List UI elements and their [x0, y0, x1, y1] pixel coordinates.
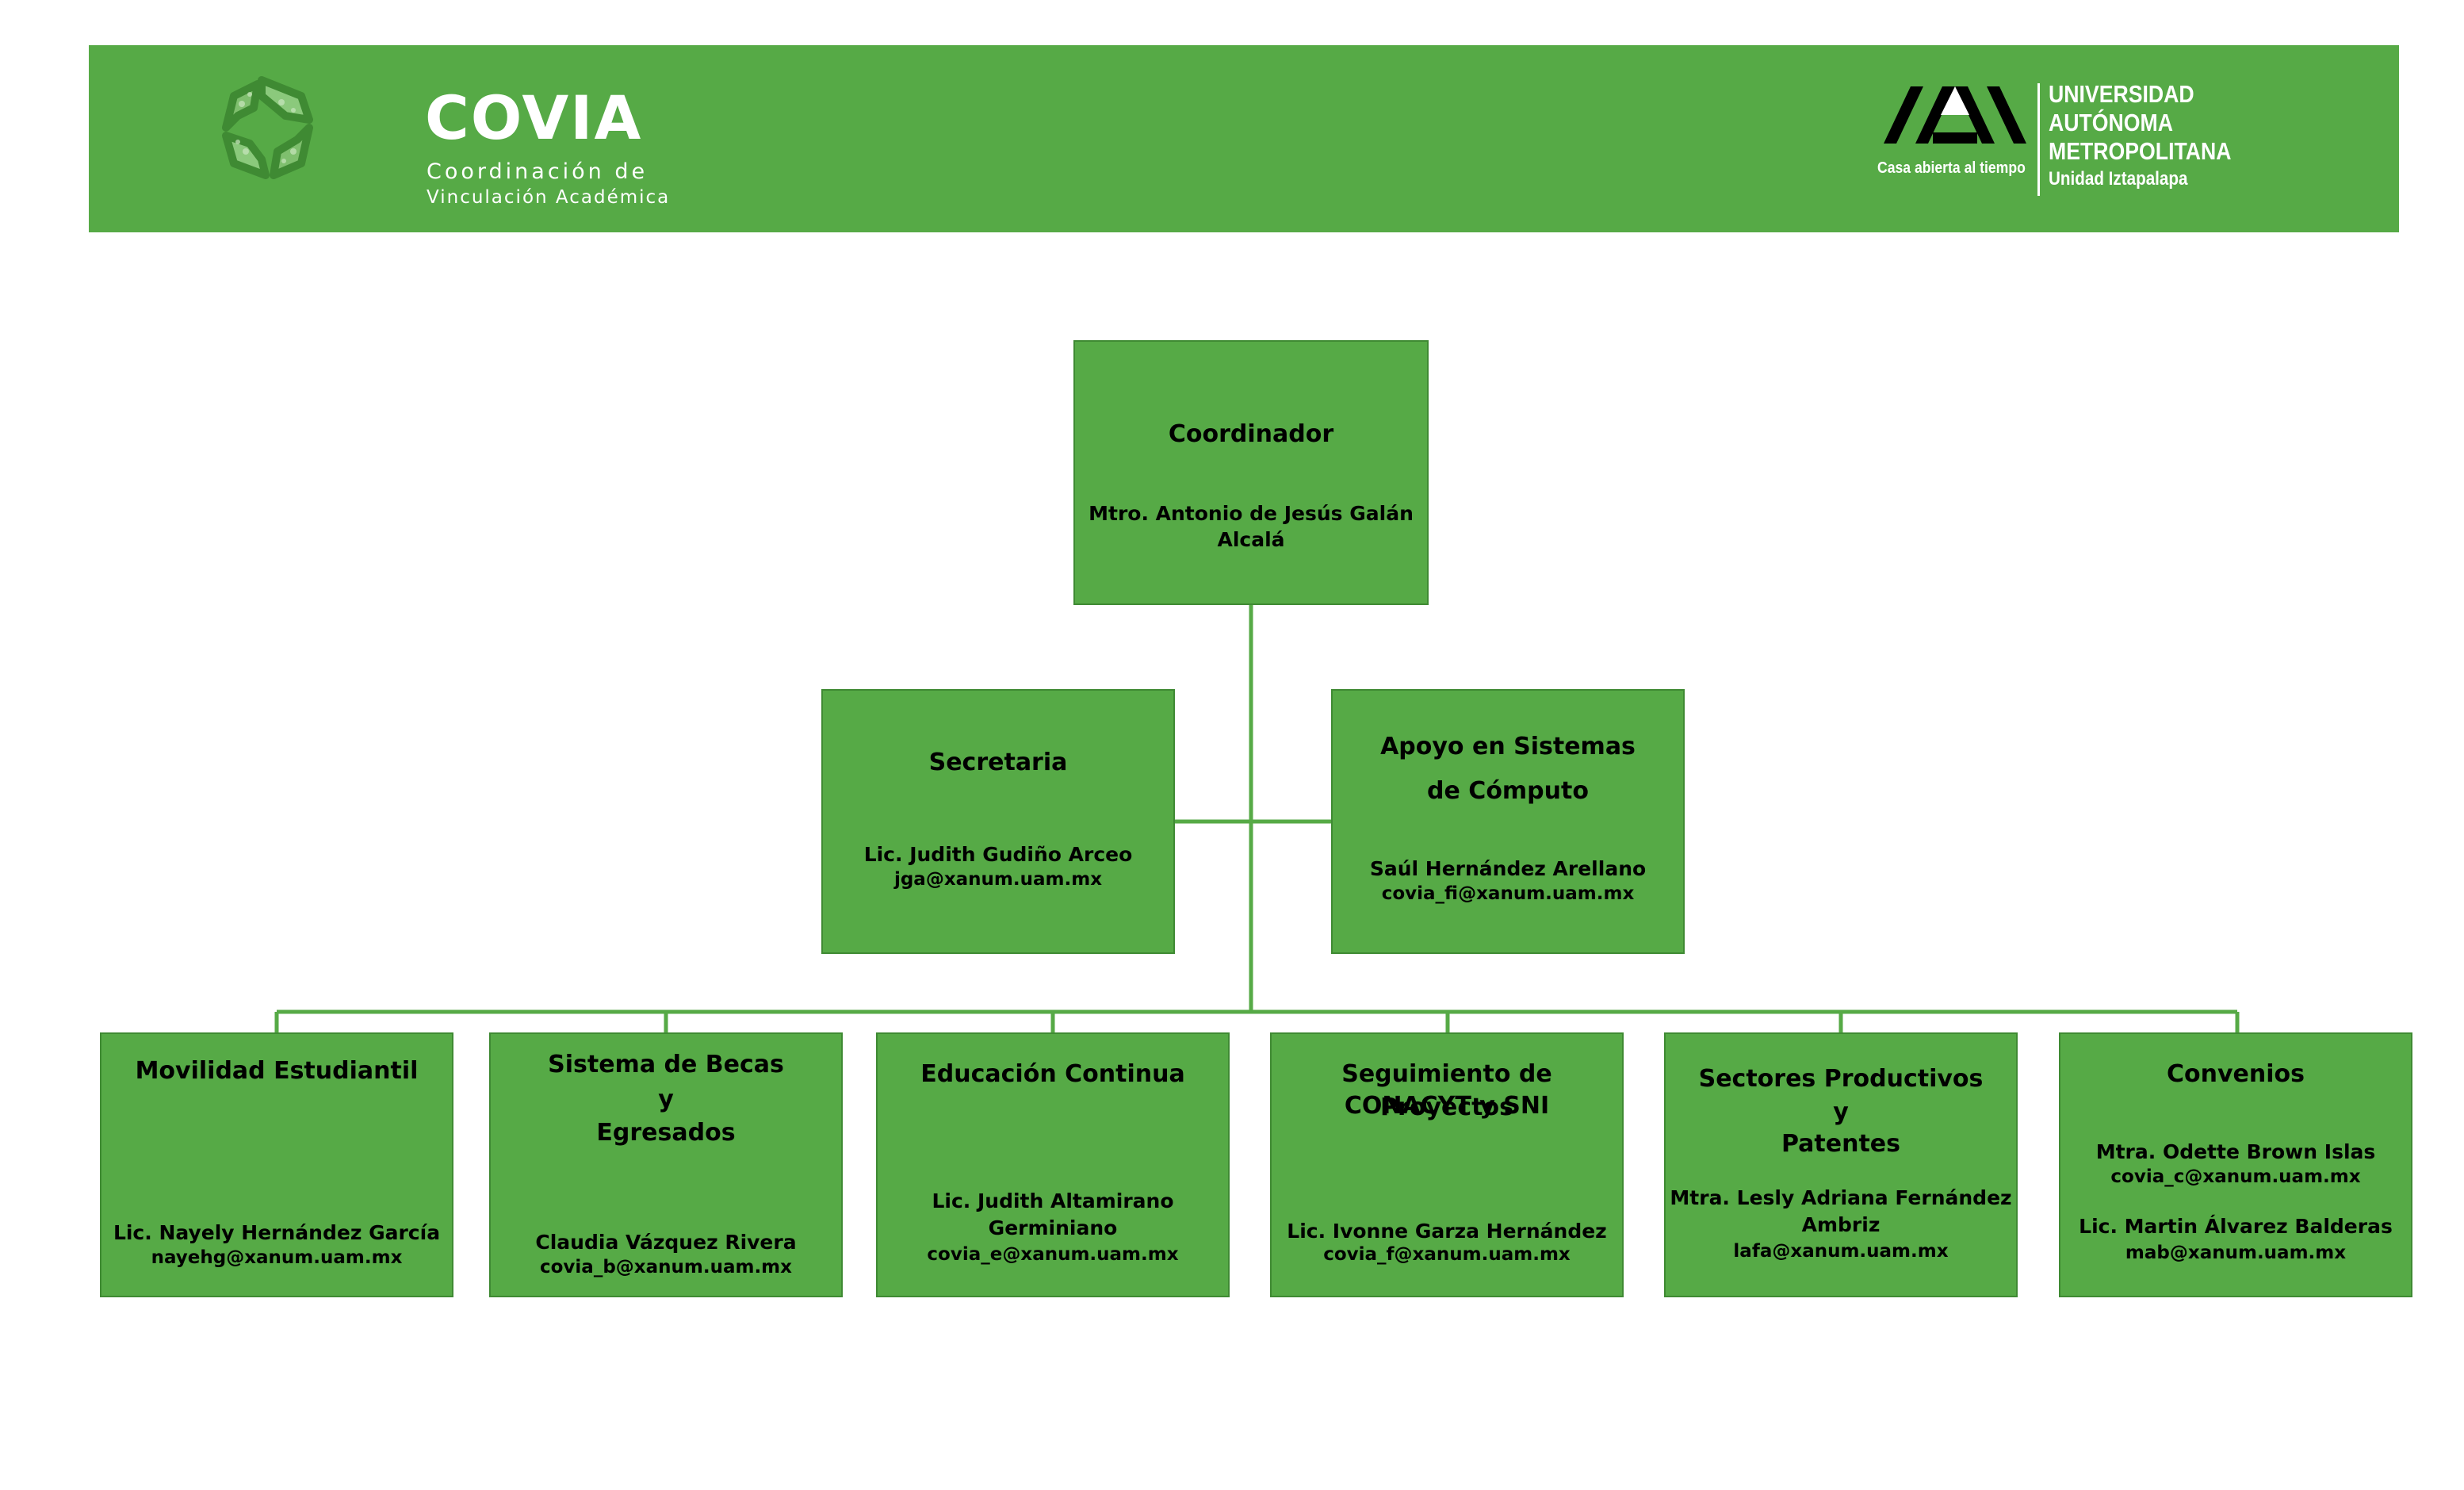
uam-unit: Unidad Iztapalapa — [2049, 168, 2188, 190]
covia-subtitle-line1: Coordinación de — [427, 159, 649, 184]
covia-logo: COVIA Coordinación de Vinculación Académ… — [214, 72, 668, 212]
sectores-name-line2: Ambriz — [1801, 1213, 1881, 1236]
seguimiento-email: covia_f@xanum.uam.mx — [1323, 1244, 1571, 1265]
apoyo-email: covia_fi@xanum.uam.mx — [1381, 883, 1635, 904]
apoyo-title-line2: de Cómputo — [1427, 777, 1589, 805]
seguimiento-title-line1: Seguimiento de Proyectos — [1341, 1060, 1552, 1121]
becas-title-line1: Sistema de Becas — [548, 1051, 784, 1078]
becas-email: covia_b@xanum.uam.mx — [539, 1257, 792, 1277]
uam-divider — [2037, 83, 2040, 196]
uam-name-line3: METROPOLITANA — [2049, 137, 2232, 165]
box-sectores: Sectores Productivos y Patentes Mtra. Le… — [1664, 1032, 2018, 1297]
educacion-email: covia_e@xanum.uam.mx — [927, 1244, 1179, 1265]
convenios-email2: mab@xanum.uam.mx — [2125, 1243, 2347, 1263]
box-convenios: Convenios Mtra. Odette Brown Islas covia… — [2059, 1032, 2412, 1297]
sectores-name-line1: Mtra. Lesly Adriana Fernández — [1670, 1186, 2012, 1209]
uam-name-line2: AUTÓNOMA — [2049, 109, 2173, 136]
box-apoyo-sistemas: Apoyo en Sistemas de Cómputo Saúl Hernán… — [1331, 689, 1685, 954]
sectores-title-line2: y — [1833, 1098, 1849, 1126]
secretaria-title: Secretaria — [928, 749, 1068, 776]
movilidad-title: Movilidad Estudiantil — [135, 1057, 419, 1085]
educacion-name-line1: Lic. Judith Altamirano — [932, 1189, 1174, 1212]
secretaria-name: Lic. Judith Gudiño Arceo — [863, 843, 1133, 866]
secretaria-email: jga@xanum.uam.mx — [893, 869, 1103, 890]
uam-motto: Casa abierta al tiempo — [1877, 159, 2026, 177]
box-becas: Sistema de Becas y Egresados Claudia Váz… — [489, 1032, 843, 1297]
box-seguimiento: Seguimiento de Proyectos CONACYT y SNI L… — [1270, 1032, 1624, 1297]
uam-name-line1: UNIVERSIDAD — [2049, 80, 2194, 108]
uam-name: UNIVERSIDAD AUTÓNOMA METROPOLITANA Unida… — [2049, 80, 2334, 193]
apoyo-title-line1: Apoyo en Sistemas — [1380, 733, 1636, 760]
sectores-email: lafa@xanum.uam.mx — [1733, 1241, 1949, 1262]
box-educacion: Educación Continua Lic. Judith Altamiran… — [876, 1032, 1230, 1297]
apoyo-name: Saúl Hernández Arellano — [1369, 857, 1647, 880]
sectores-title-line3: Patentes — [1781, 1130, 1900, 1158]
covia-emblem-icon — [222, 76, 313, 179]
sectores-title-line1: Sectores Productivos — [1698, 1065, 1984, 1093]
box-movilidad: Movilidad Estudiantil Lic. Nayely Hernán… — [100, 1032, 453, 1297]
convenios-name2: Lic. Martin Álvarez Balderas — [2079, 1215, 2393, 1238]
movilidad-email: nayehg@xanum.uam.mx — [151, 1247, 403, 1268]
coordinator-title: Coordinador — [1168, 420, 1334, 448]
becas-title-line2: y — [658, 1086, 674, 1113]
box-secretaria: Secretaria Lic. Judith Gudiño Arceo jga@… — [821, 689, 1175, 954]
header-banner: COVIA Coordinación de Vinculación Académ… — [89, 45, 2399, 232]
convenios-title: Convenios — [2167, 1060, 2305, 1088]
convenios-name1: Mtra. Odette Brown Islas — [2095, 1140, 2376, 1163]
covia-subtitle-line2: Vinculación Académica — [427, 187, 671, 208]
seguimiento-name: Lic. Ivonne Garza Hernández — [1287, 1220, 1607, 1243]
becas-title-line3: Egresados — [596, 1119, 736, 1147]
covia-title: COVIA — [425, 82, 643, 153]
convenios-email1: covia_c@xanum.uam.mx — [2110, 1166, 2361, 1187]
box-coordinator: Coordinador Mtro. Antonio de Jesús Galán… — [1073, 340, 1429, 605]
seguimiento-title-line2: CONACYT y SNI — [1344, 1092, 1550, 1120]
coordinator-name: Mtro. Antonio de Jesús Galán Alcalá — [1089, 502, 1414, 551]
educacion-name-line2: Germiniano — [988, 1216, 1118, 1239]
uam-logo: Casa abierta al tiempo UNIVERSIDAD AUTÓN… — [1877, 80, 2337, 207]
uam-emblem-icon — [1884, 86, 2026, 144]
becas-name: Claudia Vázquez Rivera — [535, 1231, 797, 1254]
educacion-title: Educación Continua — [920, 1060, 1185, 1088]
movilidad-name: Lic. Nayely Hernández García — [113, 1221, 441, 1244]
